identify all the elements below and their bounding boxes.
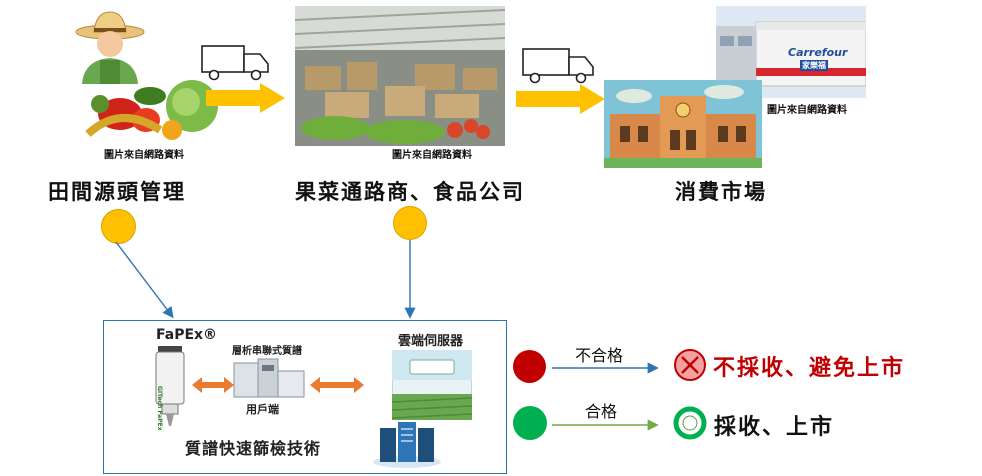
fail-status-dot — [513, 350, 546, 383]
pass-status-dot — [513, 406, 547, 440]
vegetables-image — [80, 74, 218, 144]
distributor-source-note: 圖片來自網路資料 — [392, 150, 472, 161]
tech-box-title: 質譜快速篩檢技術 — [185, 439, 322, 458]
truck-icon-2 — [521, 45, 597, 85]
right-double-arrow-icon — [310, 375, 364, 395]
truck-icon — [200, 42, 272, 82]
market-building-image — [604, 80, 762, 168]
farm-stage-label: 田間源頭管理 — [48, 179, 186, 204]
pass-arrow — [550, 419, 664, 431]
distributor-to-tech-connector — [402, 238, 418, 324]
fail-condition-label: 不合格 — [575, 346, 624, 365]
user-end-label: 用戶端 — [246, 403, 279, 416]
farm-to-tech-connector — [110, 240, 180, 324]
mass-spectrometer-image — [232, 357, 306, 399]
server-racks-icon — [372, 418, 442, 468]
accept-icon — [673, 406, 707, 440]
pass-condition-label: 合格 — [585, 402, 618, 421]
distributor-stage-label: 果菜通路商、食品公司 — [295, 179, 525, 204]
flow-arrow-2 — [516, 84, 606, 114]
farmer-image — [74, 8, 146, 84]
cloud-server-screenshot — [392, 350, 472, 420]
cloud-server-label: 雲端伺服器 — [398, 334, 464, 349]
distributor-node-dot — [393, 206, 427, 240]
carrefour-name: 家樂福 — [800, 60, 828, 71]
reject-icon — [673, 348, 707, 382]
market-source-note: 圖片來自網路資料 — [767, 105, 847, 116]
carrefour-logo: Carrefour — [788, 46, 848, 59]
pass-result-label: 採收、上市 — [714, 414, 835, 440]
ms-label: 層析串聯式質譜 — [232, 346, 302, 357]
fapex-device-icon — [148, 344, 192, 428]
flow-arrow-1 — [206, 83, 286, 113]
farm-node-dot — [101, 209, 136, 244]
warehouse-image — [295, 6, 505, 146]
fapex-device-text: GITech FaPEx — [156, 386, 163, 431]
fapex-label: FaPEx® — [156, 327, 218, 343]
fail-arrow — [550, 362, 664, 374]
left-double-arrow-icon — [192, 375, 234, 395]
market-stage-label: 消費市場 — [675, 179, 767, 204]
farm-source-note: 圖片來自網路資料 — [104, 150, 184, 161]
fail-result-label: 不採收、避免上市 — [713, 355, 906, 381]
